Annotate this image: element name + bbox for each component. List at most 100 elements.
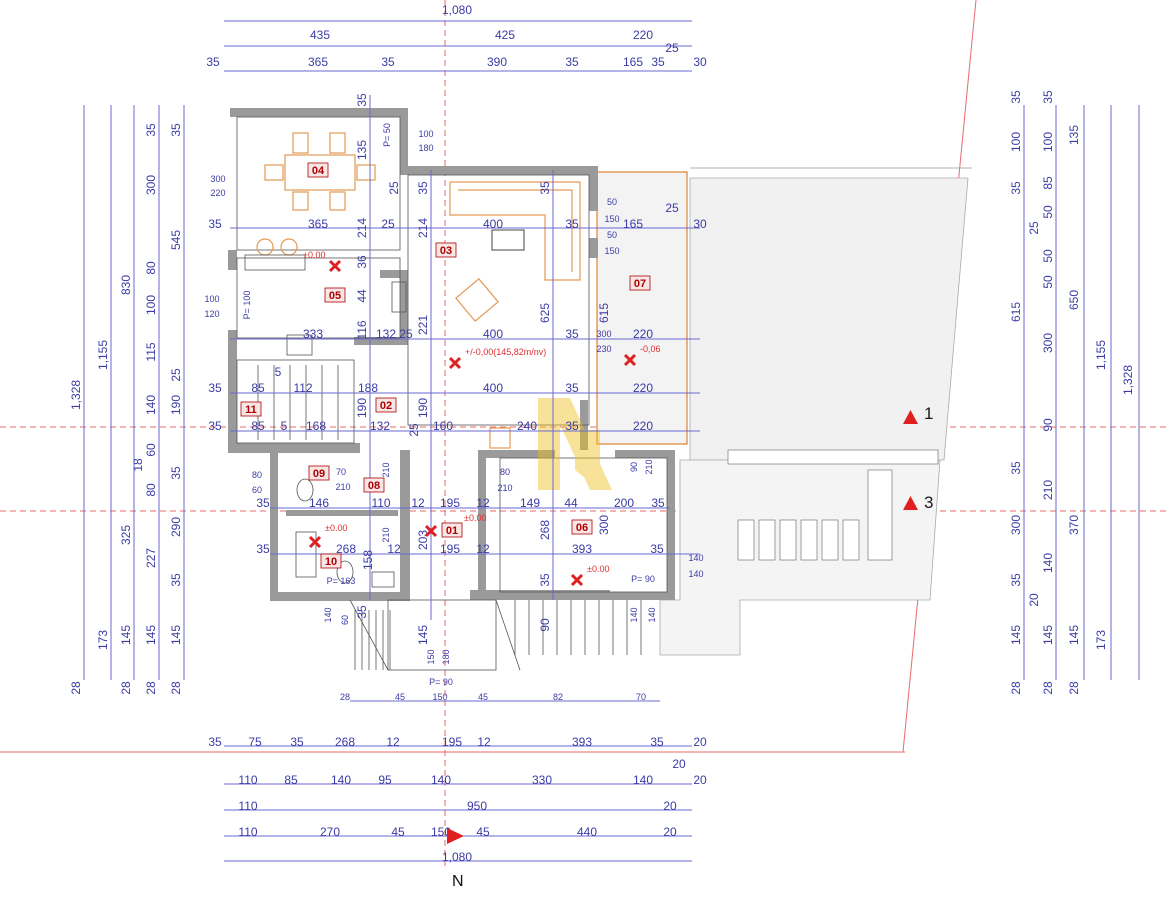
elevation-marker: +/-0,00(145,82m/nv) (448, 347, 546, 370)
dimension-label: 140 (1041, 553, 1055, 573)
section-marker-1[interactable]: 1 (903, 404, 933, 424)
dimension-label: 85 (284, 773, 298, 787)
toilet (336, 560, 354, 584)
room-tag: 02 (375, 397, 397, 413)
dimension-label: 35 (1009, 90, 1023, 104)
dimension-label: 25 (1027, 221, 1041, 235)
dimension-label: 60 (144, 443, 158, 457)
dimension-label: 145 (1009, 625, 1023, 645)
elevation-label: +/-0,00(145,82m/nv) (465, 347, 546, 357)
dimension-label: 545 (169, 230, 183, 250)
room-tag: 01 (441, 522, 463, 538)
interior-dimension-label: 25 (381, 217, 395, 231)
elevation-labels: ±0.00+/-0,00(145,82m/nv)-0,06±0.00±0.00±… (303, 250, 661, 587)
interior-dimension-label: 85 (251, 419, 265, 433)
interior-dimension-label: 150 (432, 692, 447, 702)
interior-dimension-label: 615 (597, 303, 611, 323)
dimension-label: 140 (331, 773, 351, 787)
sink (371, 571, 395, 588)
dimension-label: 268 (335, 735, 355, 749)
dimension-label: 28 (169, 681, 183, 695)
section-triangle-icon (903, 410, 918, 424)
dimension-label: 100 (1041, 132, 1055, 152)
bar-stool (256, 238, 274, 256)
room-tag-box (375, 397, 397, 413)
dimension-label: 650 (1067, 290, 1081, 310)
dimension-label: 20 (693, 773, 707, 787)
dimension-label: 110 (238, 825, 257, 839)
dimension-label: 20 (663, 799, 677, 813)
elevation-icon (570, 573, 584, 587)
interior-dimension-label: 150 (604, 214, 619, 224)
room-number: 02 (380, 400, 392, 412)
interior-dimension-label: P= 90 (631, 574, 655, 584)
interior-dimension-label: 35 (208, 217, 222, 231)
dimension-label: 173 (96, 630, 110, 650)
room-tag: 09 (308, 465, 330, 481)
interior-dimension-label: 210 (381, 462, 391, 477)
dimension-label: 28 (1067, 681, 1081, 695)
interior-dimension-label: 220 (633, 381, 653, 395)
interior-dimension-label: 140 (688, 569, 703, 579)
dimension-label: 270 (320, 825, 340, 839)
dimension-label: 45 (391, 825, 405, 839)
interior-dimension-label: 28 (340, 692, 350, 702)
dimension-label: 100 (144, 295, 158, 315)
room-tag: 05 (324, 287, 346, 303)
interior-dimension-label: 35 (565, 217, 579, 231)
dimension-label: 18 (131, 458, 145, 472)
interior-dimension-label: 158 (361, 550, 375, 570)
dimension-label: 325 (119, 525, 133, 545)
elevation-marker: -0,06 (623, 344, 661, 367)
armchair (455, 278, 499, 322)
interior-dimension-label: 230 (596, 344, 611, 354)
interior-dimension-label: 35 (565, 419, 579, 433)
interior-dimension-label: 132 (370, 419, 390, 433)
section-triangle-icon (903, 496, 918, 510)
interior-dimension-label: 268 (336, 542, 356, 556)
interior-dimension-label: 268 (538, 520, 552, 540)
dimension-label: 195 (442, 735, 462, 749)
interior-dimension-label: 146 (309, 496, 329, 510)
interior-dimension-label: P= 100 (242, 291, 252, 320)
elevation-label: ±0.00 (325, 523, 347, 533)
interior-dimension-label: 210 (644, 459, 654, 474)
room-tag-box (307, 162, 329, 178)
section-marker-label: 1 (924, 404, 933, 423)
interior-dimension-label: 12 (476, 542, 490, 556)
interior-dimension-label: 214 (416, 218, 430, 238)
elevation-icon (424, 524, 438, 538)
room-tag: 03 (435, 242, 457, 258)
room-number: 03 (440, 245, 452, 257)
interior-dimension-label: 365 (308, 217, 328, 231)
interior-dimension-label: 214 (355, 218, 369, 238)
elevation-label: ±0.00 (587, 564, 609, 574)
room-tag: 06 (571, 519, 593, 535)
interior-dimension-label: 200 (614, 496, 634, 510)
elevation-label: -0,06 (640, 344, 661, 354)
dimension-label: 145 (1067, 625, 1081, 645)
interior-dimension-label: 5 (275, 365, 282, 379)
interior-dimension-label: 70 (336, 467, 346, 477)
coffee-table (491, 229, 525, 251)
dimension-label: 20 (663, 825, 677, 839)
dimension-label: 50 (1041, 275, 1055, 289)
room-tag-box (441, 522, 463, 538)
dimension-label: 140 (431, 773, 451, 787)
dimension-label: 80 (144, 483, 158, 497)
dimension-label: 28 (1041, 681, 1055, 695)
plan-lines (236, 116, 668, 671)
elevation-label: ±0.00 (303, 250, 325, 260)
dimension-label: 28 (144, 681, 158, 695)
room-number: 11 (245, 404, 257, 416)
dimension-label: 35 (1009, 181, 1023, 195)
dimension-label: 12 (386, 735, 400, 749)
dimension-label: 35 (1041, 90, 1055, 104)
dimension-label: 20 (1027, 593, 1041, 607)
dimension-label: 80 (144, 261, 158, 275)
interior-dimension-label: 35 (650, 542, 664, 556)
interior-dimension-label: 300 (210, 174, 225, 184)
section-marker-3[interactable]: 3 (903, 493, 933, 512)
dimension-label: 50 (1041, 205, 1055, 219)
